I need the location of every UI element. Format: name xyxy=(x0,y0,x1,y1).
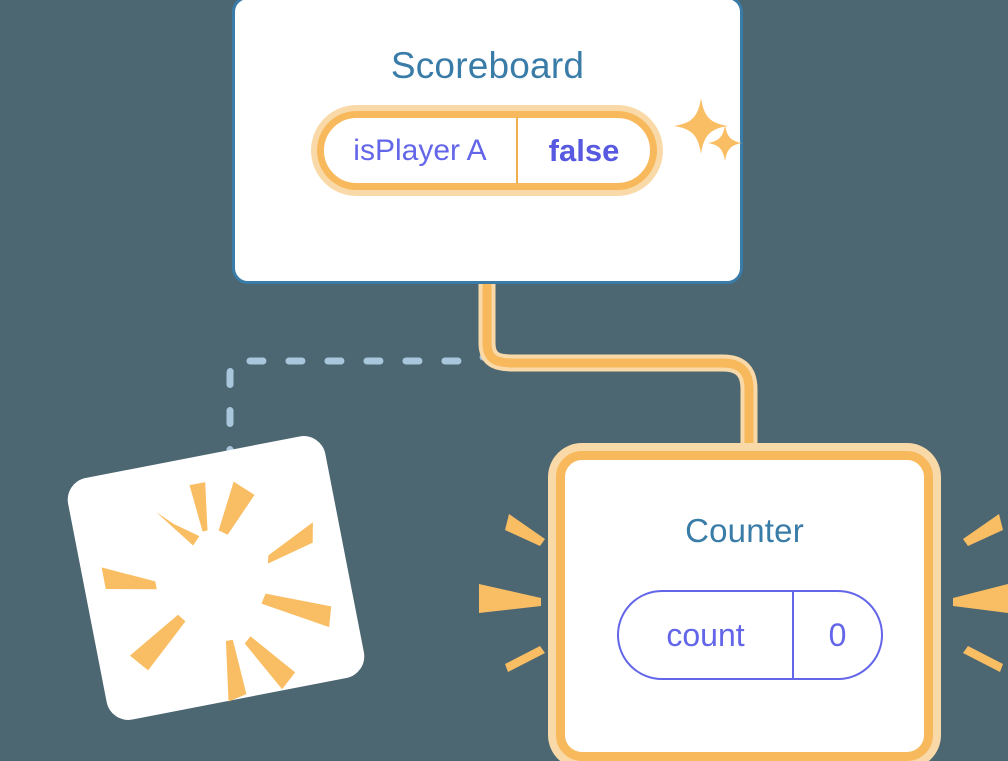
burst-ray xyxy=(267,522,313,564)
burst-ray xyxy=(225,639,247,702)
scoreboard-state-pill-value: false xyxy=(548,132,620,168)
scoreboard-title: Scoreboard xyxy=(390,45,585,86)
burst-ray xyxy=(129,614,186,671)
burst-ray xyxy=(953,584,1008,613)
scoreboard-card[interactable]: Scoreboard isPlayer A false xyxy=(232,0,743,284)
burst-ray xyxy=(101,567,157,590)
burst-ray xyxy=(963,646,1003,672)
burst-ray xyxy=(244,636,296,690)
burst-ray xyxy=(189,482,208,532)
counter-state-pill-value: 0 xyxy=(828,616,847,653)
burst-ray xyxy=(156,512,200,546)
burst-ray xyxy=(218,481,255,535)
counter-state-pill-label: count xyxy=(619,592,794,678)
scoreboard-state-pill[interactable]: isPlayer A false xyxy=(317,111,657,190)
sparkle-large-icon xyxy=(674,98,728,154)
burst-ray xyxy=(505,646,545,672)
scoreboard-state-pill-label: isPlayer A xyxy=(324,118,518,183)
counter-state-pill[interactable]: count 0 xyxy=(617,590,883,680)
sparkle-small-icon xyxy=(708,125,742,161)
burst-ray xyxy=(963,514,1003,546)
counter-card[interactable]: Counter count 0 xyxy=(556,451,933,761)
burst-ray xyxy=(479,584,541,613)
burst-ray xyxy=(261,593,332,628)
counter-title: Counter xyxy=(685,512,804,549)
connector-scoreboard-to-counter xyxy=(482,275,754,475)
burst-ray xyxy=(505,514,545,546)
